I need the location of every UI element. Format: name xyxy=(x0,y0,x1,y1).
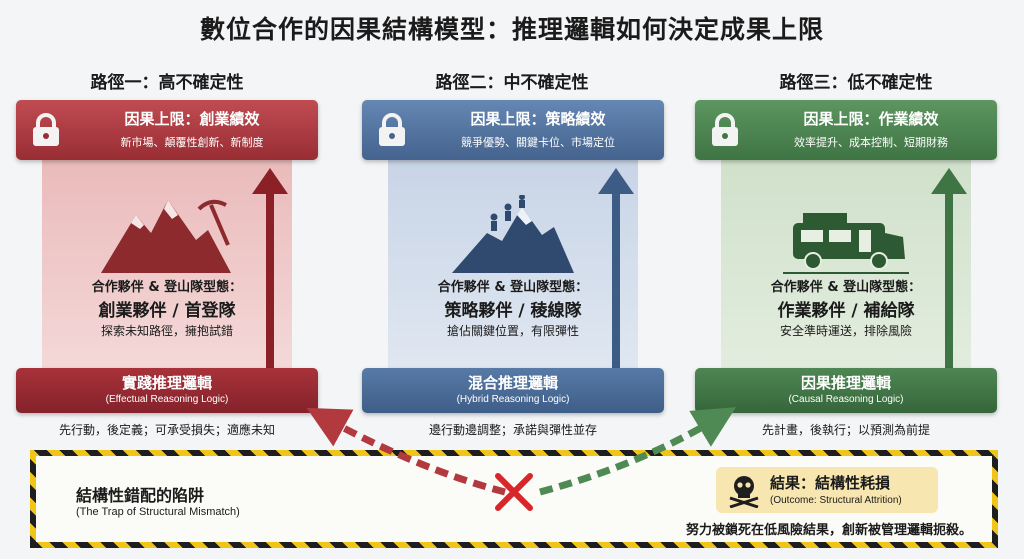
structural-mismatch-trap: 結構性錯配的陷阱 (The Trap of Structural Mismatc… xyxy=(30,450,998,548)
dashed-arrow-from-causal xyxy=(539,407,736,496)
bottom-beam-low: 因果推理邏輯 (Causal Reasoning Logic) xyxy=(695,368,997,413)
arrow-up-icon xyxy=(931,168,967,368)
partner-type-name: 策略夥伴 / 稜線隊 xyxy=(444,301,582,321)
reasoning-logic-title: 因果推理邏輯 xyxy=(800,374,891,392)
supply-truck-icon xyxy=(783,213,909,274)
reasoning-logic-subtitle: (Causal Reasoning Logic) xyxy=(788,394,904,405)
path-title-high: 路徑一：高不確定性 xyxy=(90,73,244,93)
lock-icon xyxy=(379,113,405,146)
top-beam-medium: 因果上限：策略績效 競爭優勢、關鍵卡位、市場定位 xyxy=(362,100,664,160)
reasoning-logic-title: 混合推理邏輯 xyxy=(467,374,558,392)
dashed-arrow-to-effectual xyxy=(306,407,506,496)
page-title: 數位合作的因果結構模型：推理邏輯如何決定成果上限 xyxy=(199,15,824,44)
top-beam-title: 因果上限：作業績效 xyxy=(803,110,939,128)
reasoning-logic-subtitle: (Effectual Reasoning Logic) xyxy=(105,394,229,405)
caption-medium: 邊行動邊調整；承諾與彈性並存 xyxy=(428,423,597,437)
reasoning-logic-subtitle: (Hybrid Reasoning Logic) xyxy=(456,394,570,405)
outcome-title: 結果：結構性耗損 xyxy=(770,474,891,492)
skull-crossbones-icon xyxy=(729,476,759,508)
trap-subtitle: (The Trap of Structural Mismatch) xyxy=(76,506,240,518)
column-medium-uncertainty: 因果上限：策略績效 競爭優勢、關鍵卡位、市場定位 合作夥伴 & 登山隊型態： 策… xyxy=(362,100,664,413)
top-beam-title: 因果上限：創業績效 xyxy=(124,110,260,128)
climbers-mountain-icon xyxy=(452,195,574,273)
partner-type-desc: 安全準時運送，排除風險 xyxy=(779,324,912,338)
mountain-pickaxe-icon xyxy=(101,199,231,273)
lock-icon xyxy=(712,113,738,146)
partner-type-label: 合作夥伴 & 登山隊型態： xyxy=(770,280,922,295)
caption-low: 先計畫，後執行；以預測為前提 xyxy=(761,423,930,437)
partner-type-desc: 探索未知路徑，擁抱試錯 xyxy=(100,324,233,338)
blocked-x-icon xyxy=(495,473,533,511)
outcome-subtitle: (Outcome: Structural Attrition) xyxy=(770,495,902,506)
path-title-medium: 路徑二：中不確定性 xyxy=(435,73,589,93)
lock-icon xyxy=(33,113,59,146)
trap-title: 結構性錯配的陷阱 xyxy=(76,486,205,505)
partner-type-desc: 搶佔關鍵位置，有限彈性 xyxy=(446,324,579,338)
outcome-box: 結果：結構性耗損 (Outcome: Structural Attrition) xyxy=(716,467,938,513)
partner-type-label: 合作夥伴 & 登山隊型態： xyxy=(437,280,589,295)
arrow-up-icon xyxy=(598,168,634,368)
pillar-low xyxy=(721,150,971,410)
bottom-beam-high: 實踐推理邏輯 (Effectual Reasoning Logic) xyxy=(16,368,318,413)
top-beam-low: 因果上限：作業績效 效率提升、成本控制、短期財務 xyxy=(695,100,997,160)
column-low-uncertainty: 因果上限：作業績效 效率提升、成本控制、短期財務 合作夥伴 & 登山隊型態： 作… xyxy=(695,100,997,413)
top-beam-high: 因果上限：創業績效 新市場、顛覆性創新、新制度 xyxy=(16,100,318,160)
top-beam-subtitle: 效率提升、成本控制、短期財務 xyxy=(794,136,948,149)
pillar-medium xyxy=(388,150,638,410)
partner-type-label: 合作夥伴 & 登山隊型態： xyxy=(91,280,243,295)
arrow-up-icon xyxy=(252,168,288,368)
top-beam-title: 因果上限：策略績效 xyxy=(470,110,606,128)
bottom-beam-medium: 混合推理邏輯 (Hybrid Reasoning Logic) xyxy=(362,368,664,413)
reasoning-logic-title: 實踐推理邏輯 xyxy=(121,374,212,392)
partner-type-name: 作業夥伴 / 補給隊 xyxy=(777,301,915,321)
pillar-high xyxy=(42,150,292,410)
partner-type-name: 創業夥伴 / 首登隊 xyxy=(98,301,236,321)
top-beam-subtitle: 競爭優勢、關鍵卡位、市場定位 xyxy=(461,136,615,149)
path-title-low: 路徑三：低不確定性 xyxy=(779,73,933,93)
trap-description: 努力被鎖死在低風險結果，創新被管理邏輯扼殺。 xyxy=(685,523,972,538)
top-beam-subtitle: 新市場、顛覆性創新、新制度 xyxy=(120,136,264,149)
caption-high: 先行動，後定義；可承受損失；適應未知 xyxy=(58,423,275,437)
column-high-uncertainty: 因果上限：創業績效 新市場、顛覆性創新、新制度 合作夥伴 & 登山隊型態： 創業… xyxy=(16,100,318,413)
